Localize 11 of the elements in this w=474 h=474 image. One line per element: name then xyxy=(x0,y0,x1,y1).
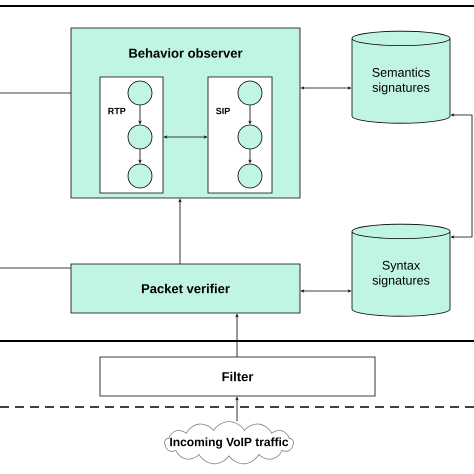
connector-line xyxy=(0,92,71,94)
state-circle xyxy=(128,124,152,150)
database-cylinder: Semantics signatures xyxy=(352,30,450,124)
state-circle xyxy=(128,80,152,106)
database-cylinder: Syntax signatures xyxy=(352,224,450,317)
process-box: Filter xyxy=(100,356,376,396)
state-circle xyxy=(238,80,262,106)
state-circle xyxy=(238,124,262,150)
state-circle xyxy=(128,164,152,188)
state-circle xyxy=(238,164,262,188)
process-box: Packet verifier xyxy=(70,264,300,314)
